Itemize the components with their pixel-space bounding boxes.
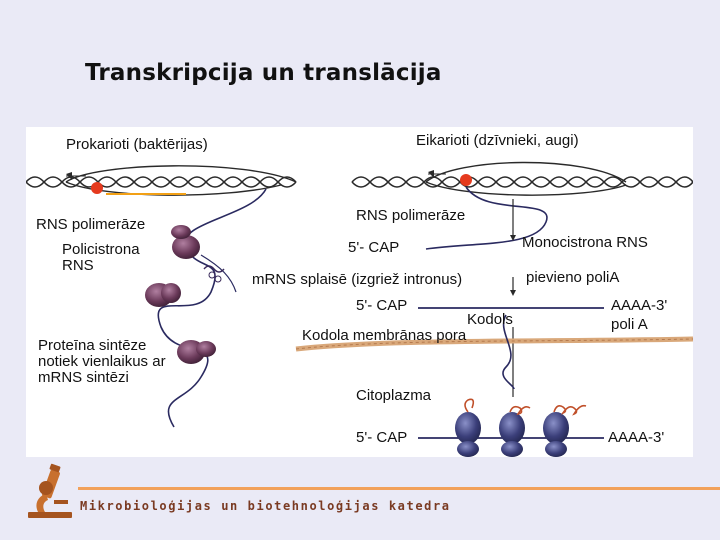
eukaryote-transcript [425, 186, 548, 250]
cytoplasm-ribosome-2 [499, 405, 531, 457]
cytoplasm-ribosome-1 [455, 398, 481, 457]
prokaryote-ribosome-1 [172, 235, 200, 259]
eukaryote-polymerase-dot [460, 174, 472, 186]
diagram-panel: Prokarioti (baktērijas) RNS polimerāze P… [26, 127, 693, 457]
polya-tail-label-2: AAAA-3' [608, 429, 665, 446]
eukaryote-heading: Eikarioti (dzīvnieki, augi) [416, 132, 579, 149]
cap-label-1: 5'- CAP [348, 239, 400, 256]
prokaryote-dna-bubble [65, 165, 297, 183]
microscope-logo-icon [28, 463, 72, 518]
polycistronic-rna-label: Policistrona RNS [62, 241, 140, 274]
splicing-label: mRNS splaisē (izgriež intronus) [252, 271, 463, 288]
prokaryote-polymerase-dot [91, 182, 103, 194]
poly-a-label: poli A [611, 316, 648, 333]
eukaryote-rna-polymerase-label: RNS polimerāze [356, 207, 466, 224]
nuclear-membrane-pore-label: Kodola membrānas pora [302, 327, 467, 344]
eukaryote-dna-helix [351, 176, 693, 188]
cytoplasm-ribosome-3 [543, 404, 587, 457]
cytoplasm-label: Citoplazma [356, 387, 432, 404]
cap-label-2: 5'- CAP [356, 297, 408, 314]
cap-label-3: 5'- CAP [356, 429, 408, 446]
monocistronic-rna-label: Monocistrona RNS [522, 234, 648, 251]
footer-divider [78, 487, 720, 490]
prokaryote-mrna [157, 188, 267, 428]
nucleus-label: Kodols [467, 311, 513, 328]
polya-add-label: pievieno poliA [526, 269, 620, 286]
prokaryote-heading: Prokarioti (baktērijas) [66, 136, 208, 153]
polya-tail-label-1: AAAA-3' [611, 297, 668, 314]
department-name: Mikrobioloģijas un biotehnoloģijas kated… [80, 499, 451, 513]
mrna-through-pore [502, 314, 515, 390]
prokaryote-rna-polymerase-label: RNS polimerāze [36, 216, 146, 233]
diagram-graphics [26, 161, 693, 457]
protein-synthesis-label: Proteīna sintēze notiek vienlaikus ar mR… [38, 337, 166, 386]
slide-title: Transkripcija un translācija [85, 60, 442, 86]
